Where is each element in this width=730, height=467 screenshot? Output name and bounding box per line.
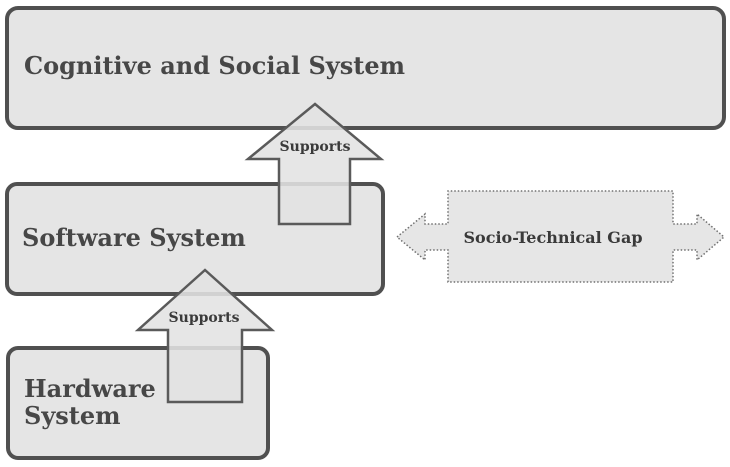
supports-label-lower: Supports	[169, 310, 240, 326]
cognitive-social-system-label: Cognitive and Social System	[24, 51, 405, 80]
socio-technical-gap-label: Socio-Technical Gap	[463, 228, 642, 247]
hardware-system-label-line2: System	[24, 401, 121, 430]
supports-arrow-software-to-cognitive: Supports	[244, 102, 385, 226]
software-system-label: Software System	[22, 223, 246, 252]
up-arrow-icon	[134, 268, 276, 404]
up-arrow-icon	[244, 102, 385, 226]
supports-arrow-hardware-to-software: Supports	[134, 268, 276, 404]
supports-label-upper: Supports	[280, 139, 351, 155]
double-arrow-icon	[395, 190, 726, 283]
cognitive-social-system-rect	[5, 6, 726, 130]
socio-technical-gap: Socio-Technical Gap	[395, 190, 726, 283]
cognitive-social-system-box: Cognitive and Social System	[5, 6, 726, 130]
hardware-system-label-line1: Hardware	[24, 374, 156, 403]
